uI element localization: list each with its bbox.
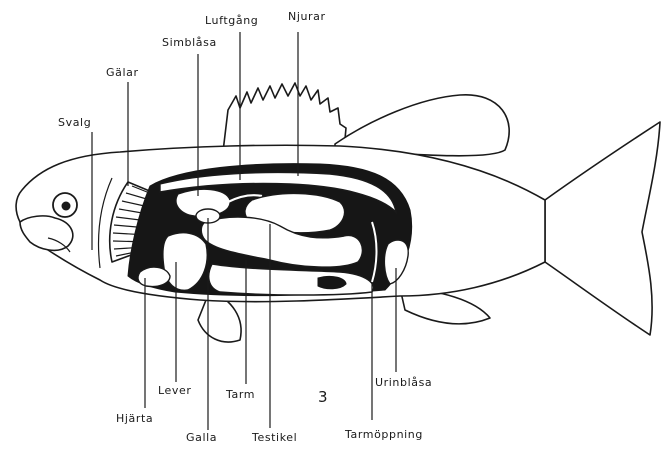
label-testikel: Testikel [251, 431, 297, 444]
heart [138, 267, 170, 286]
label-galar: Gälar [106, 66, 139, 79]
label-lever: Lever [158, 384, 192, 397]
tail-fin [545, 122, 660, 335]
label-tarmoppning: Tarmöppning [344, 428, 423, 441]
label-njurar: Njurar [288, 10, 326, 23]
label-hjarta: Hjärta [116, 412, 153, 425]
label-simblasa: Simblåsa [162, 36, 217, 49]
label-galla: Galla [186, 431, 217, 444]
label-urinblasa: Urinblåsa [375, 376, 432, 389]
label-tarm: Tarm [225, 388, 255, 401]
intestine-loop [318, 276, 346, 288]
pupil [62, 202, 71, 211]
label-luftgang: Luftgång [205, 14, 258, 27]
figure-number: 3 [318, 388, 328, 406]
label-svalg: Svalg [58, 116, 91, 129]
